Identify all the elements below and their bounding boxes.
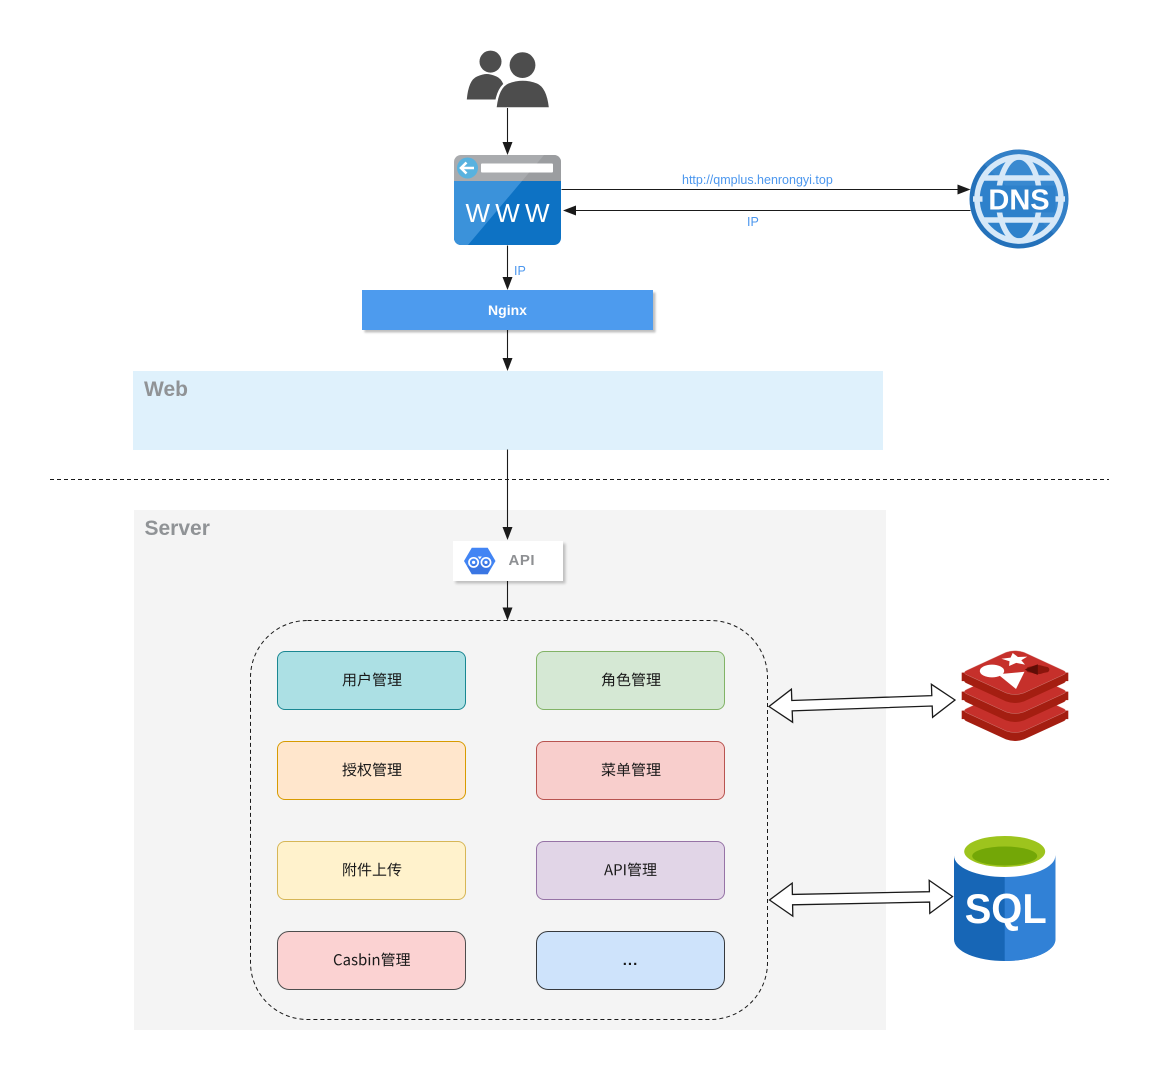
module-box: API管理 [536, 840, 725, 900]
edge-label-url: http://qmplus.henrongyi.top [682, 172, 833, 187]
module-label: 角色管理 [600, 670, 660, 691]
browser-icon: WWW [454, 155, 561, 245]
module-label: 用户管理 [341, 670, 401, 691]
module-box: 角色管理 [536, 650, 725, 710]
module-label: ... [622, 951, 639, 969]
web-zone-label: Web [144, 378, 188, 401]
users-icon [466, 49, 551, 108]
sql-label: SQL [965, 885, 1047, 932]
module-label-glyphs [601, 762, 660, 776]
module-label-glyphs [601, 672, 660, 686]
api-hexagon-icon [463, 547, 495, 574]
module-label: API管理 [603, 860, 657, 881]
module-box: 附件上传 [277, 840, 466, 900]
api-node: API [452, 540, 563, 581]
nginx-label: Nginx [488, 301, 527, 318]
module-label-glyphs [341, 762, 401, 776]
nginx-node: Nginx [362, 290, 653, 330]
module-label: 菜单管理 [600, 760, 660, 781]
module-box: 授权管理 [277, 740, 466, 800]
module-label-glyphs [342, 862, 401, 876]
edge-label-ip-down: IP [514, 264, 526, 278]
server-zone-label: Server [144, 516, 210, 540]
web-zone: Web [133, 371, 883, 450]
module-label-glyphs [604, 862, 657, 876]
dns-label: DNS [988, 185, 1049, 217]
redis-icon [961, 650, 1069, 741]
dns-icon: DNS [969, 149, 1069, 249]
module-box: 菜单管理 [536, 740, 725, 800]
module-label: 授权管理 [341, 760, 401, 781]
sql-database-icon: SQL [954, 834, 1056, 961]
edge-label-ip-return: IP [747, 215, 759, 229]
module-box: ... [536, 930, 725, 990]
server-zone: Server [133, 509, 886, 1030]
module-box: 用户管理 [277, 650, 466, 710]
module-label: Casbin管理 [333, 950, 410, 971]
module-label: 附件上传 [341, 860, 401, 881]
module-box: Casbin管理 [277, 930, 466, 990]
browser-label: WWW [466, 198, 550, 228]
api-label: API [508, 551, 536, 569]
module-label-glyphs [342, 672, 401, 686]
module-label-glyphs [333, 952, 410, 966]
